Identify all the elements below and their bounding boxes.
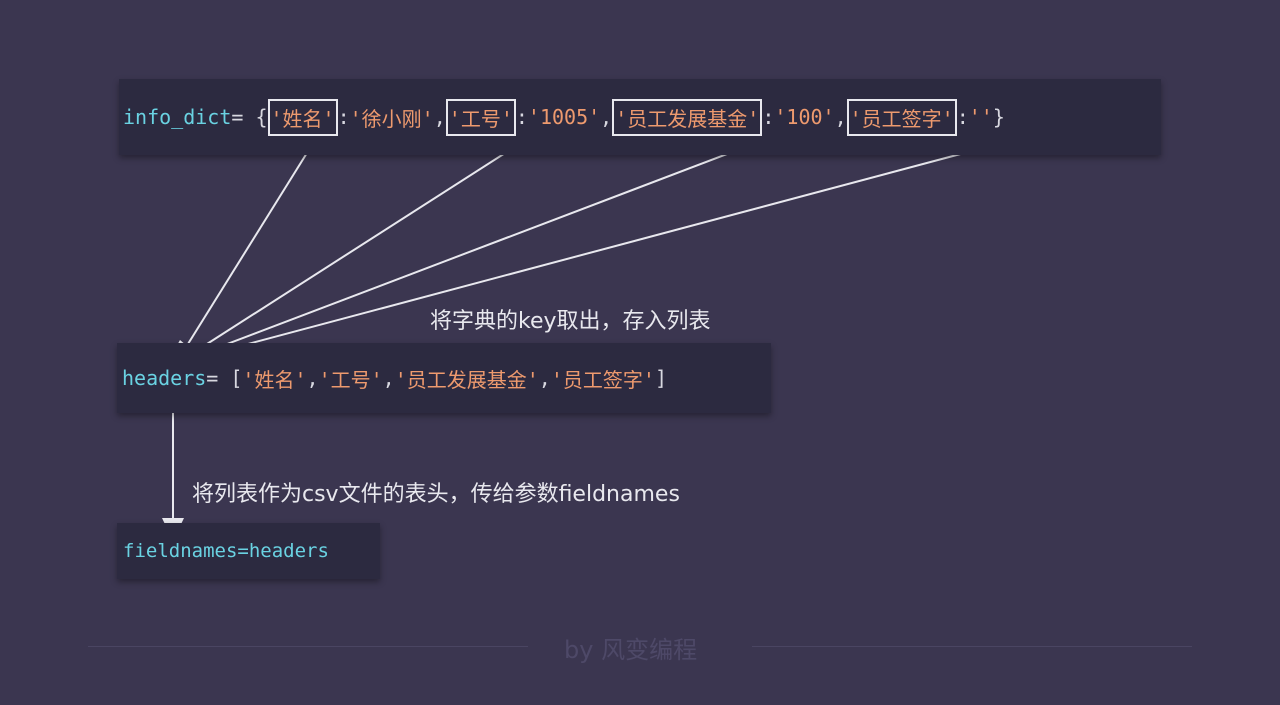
colon: : — [956, 105, 969, 129]
annotation-use-as-header: 将列表作为csv文件的表头，传给参数fieldnames — [192, 482, 680, 507]
comma: , — [834, 105, 847, 129]
list-item-name: '姓名' — [242, 367, 307, 392]
var-headers: headers — [122, 366, 207, 390]
footer-watermark: by 风变编程 — [564, 636, 698, 664]
value-id: '1005' — [527, 105, 601, 129]
arrow-key4-to-headers — [187, 131, 1044, 361]
key-name-highlight: '姓名' — [267, 98, 338, 136]
annotation-extract-keys: 将字典的key取出，存入列表 — [430, 309, 711, 334]
key-fund-highlight: '员工发展基金' — [612, 98, 763, 136]
key-signature-highlight: '员工签字' — [846, 98, 957, 136]
comma: , — [600, 105, 613, 129]
list-item-id: '工号' — [318, 367, 383, 392]
code-block-info-dict: info_dict = {'姓名': '徐小刚', '工号': '1005', … — [119, 79, 1161, 155]
comma: , — [538, 366, 551, 390]
comma: , — [382, 366, 395, 390]
close-bracket: ] — [654, 366, 667, 390]
list-item-signature: '员工签字' — [550, 367, 655, 392]
close-brace: } — [992, 105, 1005, 129]
key-id-highlight: '工号' — [445, 98, 516, 136]
value-signature: '' — [968, 105, 993, 129]
arrow-key2-to-headers — [181, 131, 539, 361]
colon: : — [337, 105, 350, 129]
assign-op: = { — [231, 105, 268, 129]
arrow-key1-to-headers — [177, 131, 321, 361]
code-fieldnames: fieldnames=headers — [123, 540, 329, 562]
assign-op: = [ — [206, 366, 243, 390]
colon: : — [515, 105, 528, 129]
code-block-fieldnames: fieldnames=headers — [117, 523, 380, 579]
code-block-headers: headers = ['姓名', '工号', '员工发展基金', '员工签字'] — [117, 343, 771, 413]
footer-divider-right — [752, 646, 1192, 647]
comma: , — [433, 105, 446, 129]
value-fund: '100' — [774, 105, 835, 129]
footer-divider-left — [88, 646, 528, 647]
colon: : — [762, 105, 775, 129]
var-info-dict: info_dict — [123, 105, 232, 129]
comma: , — [306, 366, 319, 390]
arrow-key3-to-headers — [184, 131, 786, 361]
value-name: '徐小刚' — [349, 106, 434, 131]
list-item-fund: '员工发展基金' — [394, 367, 539, 392]
